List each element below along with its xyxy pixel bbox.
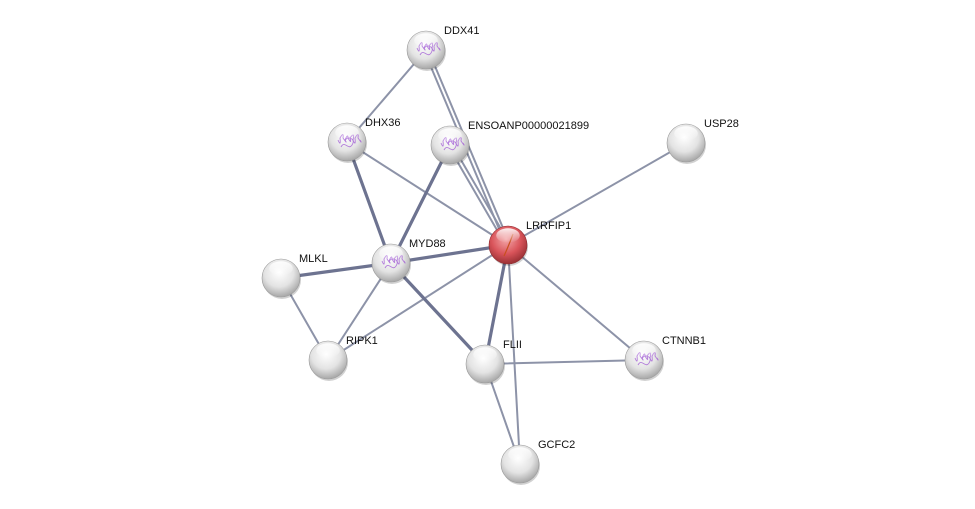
node-usp28[interactable]: USP28 bbox=[666, 118, 739, 164]
edge-line bbox=[507, 244, 521, 465]
edge-ensoanp00000021899-lrrfip1[interactable] bbox=[447, 142, 511, 248]
node-label: DHX36 bbox=[365, 117, 400, 129]
edge-line bbox=[389, 261, 487, 366]
node-label: MYD88 bbox=[409, 238, 446, 250]
node-ripk1[interactable]: RIPK1 bbox=[308, 335, 378, 381]
node-label: LRRFIP1 bbox=[526, 220, 571, 232]
edge-ripk1-lrrfip1[interactable] bbox=[327, 244, 509, 361]
edge-flii-ctnnb1[interactable] bbox=[484, 359, 645, 365]
node-label: USP28 bbox=[704, 118, 739, 130]
edge-lrrfip1-gcfc2[interactable] bbox=[507, 244, 521, 465]
edge-line bbox=[507, 142, 687, 246]
node-flii[interactable]: FLII bbox=[465, 339, 522, 385]
node-highlight bbox=[414, 33, 438, 48]
edge-ensoanp00000021899-myd88[interactable] bbox=[389, 143, 452, 265]
edge-line bbox=[389, 243, 510, 265]
node-highlight bbox=[335, 125, 359, 140]
node-label: FLII bbox=[503, 339, 522, 351]
edge-usp28-lrrfip1[interactable] bbox=[507, 142, 687, 246]
edge-ddx41-dhx36[interactable] bbox=[346, 49, 427, 143]
node-ensoanp00000021899[interactable]: ENSOANP00000021899 bbox=[430, 120, 589, 166]
node-highlight bbox=[508, 447, 532, 462]
node-highlight bbox=[269, 261, 293, 276]
node-dhx36[interactable]: DHX36 bbox=[327, 117, 400, 163]
node-mlkl[interactable]: MLKL bbox=[261, 253, 328, 299]
node-lrrfip1[interactable]: LRRFIP1 bbox=[488, 220, 571, 266]
node-ctnnb1[interactable]: CTNNB1 bbox=[624, 335, 706, 381]
edge-line bbox=[346, 49, 427, 143]
edge-lrrfip1-ctnnb1[interactable] bbox=[507, 244, 645, 361]
node-highlight bbox=[379, 246, 403, 261]
node-ddx41[interactable]: DDX41 bbox=[406, 25, 479, 71]
node-highlight bbox=[496, 228, 520, 243]
node-label: DDX41 bbox=[444, 25, 479, 37]
node-myd88[interactable]: MYD88 bbox=[371, 238, 446, 284]
node-gcfc2[interactable]: GCFC2 bbox=[500, 439, 575, 485]
edge-line bbox=[483, 243, 510, 366]
edge-line bbox=[450, 142, 511, 245]
edge-line bbox=[447, 145, 508, 248]
node-highlight bbox=[632, 343, 656, 358]
edge-dhx36-myd88[interactable] bbox=[345, 140, 393, 265]
edge-lrrfip1-flii[interactable] bbox=[483, 243, 510, 366]
edges-layer bbox=[279, 48, 687, 465]
edge-myd88-flii[interactable] bbox=[389, 261, 487, 366]
edge-line bbox=[507, 244, 645, 361]
node-highlight bbox=[316, 343, 340, 358]
node-label: MLKL bbox=[299, 253, 328, 265]
edge-line bbox=[389, 143, 452, 265]
node-label: ENSOANP00000021899 bbox=[468, 120, 589, 132]
node-label: GCFC2 bbox=[538, 439, 575, 451]
node-label: CTNNB1 bbox=[662, 335, 706, 347]
node-highlight bbox=[473, 347, 497, 362]
edge-myd88-lrrfip1[interactable] bbox=[389, 243, 510, 265]
edge-line bbox=[345, 140, 393, 265]
edge-line bbox=[484, 359, 645, 365]
node-label: RIPK1 bbox=[346, 335, 378, 347]
node-highlight bbox=[438, 128, 462, 143]
edge-line bbox=[327, 244, 509, 361]
node-highlight bbox=[674, 126, 698, 141]
